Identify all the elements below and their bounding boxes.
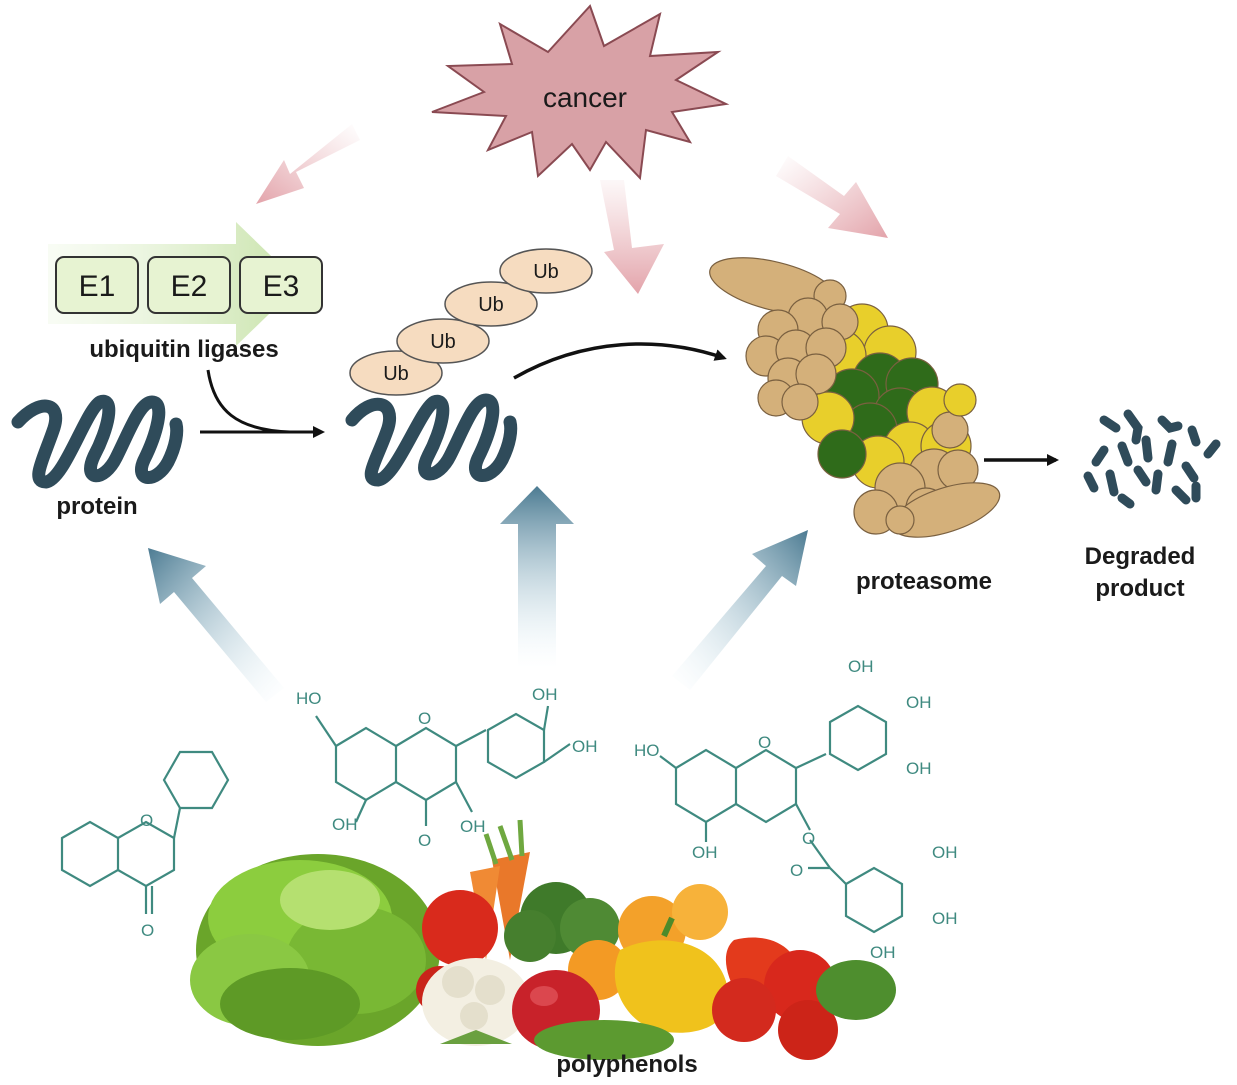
proteasome-label: proteasome [856, 568, 992, 595]
svg-text:E2: E2 [171, 270, 208, 303]
ubiquitin-ligases: E1 E2 E3 ubiquitin ligases [48, 222, 323, 363]
enzyme-box-e3: E3 [239, 256, 323, 314]
molecule-egcg: HO O OH OH OH OH O O OH OH OH [634, 657, 958, 962]
cauliflower-illustration [422, 958, 530, 1046]
ubiquitin-tag-3: Ub [444, 281, 538, 327]
ubiquitin-tag-2: Ub [396, 318, 490, 364]
cancer-burst: cancer [431, 4, 730, 181]
vegetable-pile [190, 819, 896, 1060]
svg-text:OH: OH [692, 843, 718, 862]
to-proteasome-arrow [513, 342, 727, 380]
svg-text:O: O [758, 733, 771, 752]
cancer-arrow-right [776, 156, 888, 238]
svg-text:E1: E1 [79, 270, 116, 303]
polyphenols-label: polyphenols [556, 1051, 697, 1078]
svg-text:Ub: Ub [478, 294, 504, 316]
svg-text:O: O [418, 709, 431, 728]
ubiquitin-tag-4: Ub [499, 248, 593, 294]
enzyme-box-e1: E1 [55, 256, 139, 314]
svg-text:OH: OH [932, 843, 958, 862]
svg-text:OH: OH [870, 943, 896, 962]
degraded-label-line1: Degraded [1085, 543, 1196, 570]
svg-text:OH: OH [532, 685, 558, 704]
cancer-label: cancer [543, 82, 627, 113]
svg-text:OH: OH [906, 759, 932, 778]
tomato-illustration [422, 890, 498, 966]
svg-text:OH: OH [332, 815, 358, 834]
protein-coil-left [11, 394, 184, 489]
protein-coil-tagged [345, 393, 518, 487]
ubiquitin-ligases-label: ubiquitin ligases [89, 336, 278, 363]
svg-text:OH: OH [932, 909, 958, 928]
orange-illustration-2 [672, 884, 728, 940]
molecule-quercetin: HO O OH OH OH O OH [296, 685, 598, 850]
svg-text:OH: OH [906, 693, 932, 712]
svg-text:HO: HO [634, 741, 660, 760]
svg-text:O: O [790, 861, 803, 880]
proteasome-upper-ring [745, 279, 859, 421]
polyphenol-arrow-right [672, 530, 808, 690]
tomato-illustration-4 [778, 1000, 838, 1060]
ligase-to-protein-curve [206, 369, 291, 434]
svg-text:HO: HO [296, 689, 322, 708]
polyphenol-arrow-middle [500, 486, 574, 668]
svg-text:O: O [141, 921, 154, 940]
svg-text:Ub: Ub [533, 261, 559, 283]
degraded-fragments [1083, 409, 1221, 509]
cancer-arrow-down [600, 180, 664, 294]
molecule-flavone: O O [60, 750, 230, 940]
protein-label: protein [56, 493, 137, 520]
degraded-label-line2: product [1095, 575, 1184, 602]
svg-text:E3: E3 [263, 270, 300, 303]
ubiquitin-tag-1: Ub [349, 350, 443, 396]
greens-illustration [816, 960, 896, 1020]
cancer-star-shape [431, 4, 730, 181]
yellow-pepper-illustration [614, 916, 729, 1033]
enzyme-box-e2: E2 [147, 256, 231, 314]
svg-text:OH: OH [572, 737, 598, 756]
lettuce-illustration [190, 854, 440, 1046]
polyphenol-arrow-left [148, 548, 284, 702]
svg-text:O: O [140, 811, 153, 830]
svg-text:Ub: Ub [383, 363, 409, 385]
svg-text:Ub: Ub [430, 331, 456, 353]
ubiquitin-chain: Ub Ub Ub Ub [349, 248, 593, 396]
svg-text:OH: OH [848, 657, 874, 676]
svg-text:OH: OH [460, 817, 486, 836]
svg-text:O: O [418, 831, 431, 850]
cancer-arrow-left [256, 124, 360, 204]
proteasome [709, 257, 1001, 538]
svg-text:O: O [802, 829, 815, 848]
tomato-illustration-3 [712, 978, 776, 1042]
